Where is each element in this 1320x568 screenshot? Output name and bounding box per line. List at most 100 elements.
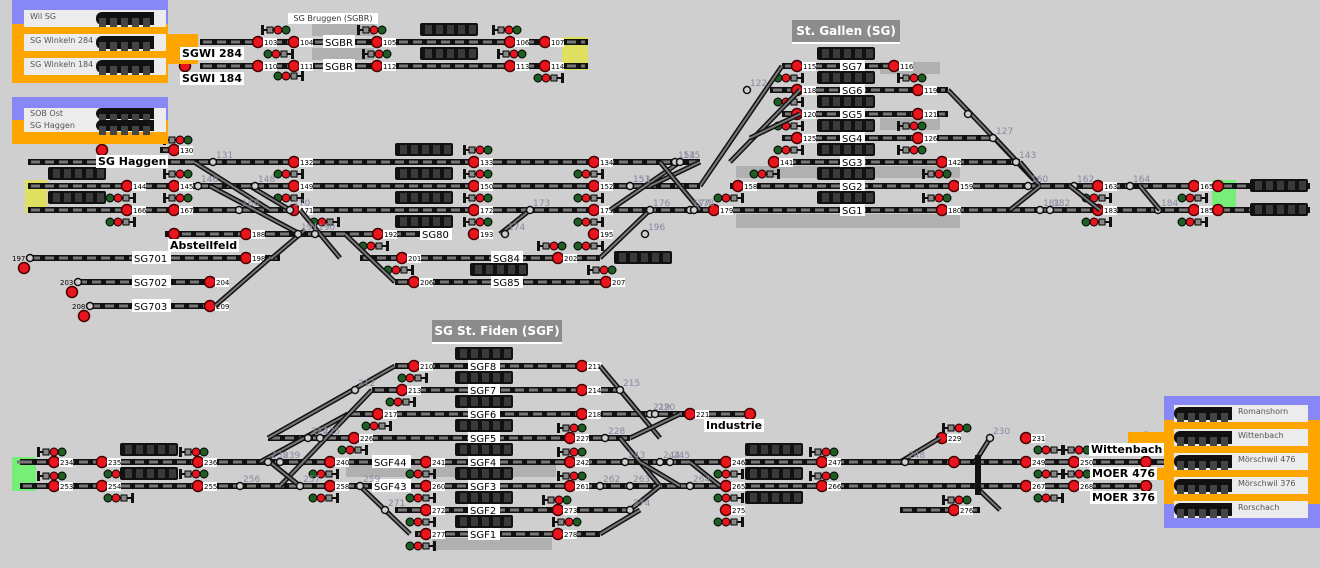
switch-point[interactable] (1011, 157, 1021, 167)
switch-point[interactable] (640, 229, 650, 239)
main-signal[interactable] (1139, 455, 1153, 469)
shunt-signal-green[interactable] (385, 397, 395, 407)
shunt-signal-red[interactable] (757, 169, 767, 179)
shunt-signal-green[interactable] (1033, 493, 1043, 503)
switch-point[interactable] (275, 457, 285, 467)
shunt-signal-green[interactable] (942, 169, 952, 179)
shunt-signal-red[interactable] (405, 373, 415, 383)
main-signal[interactable] (467, 155, 481, 169)
shunt-signal-green[interactable] (607, 265, 617, 275)
shunt-signal-red[interactable] (191, 447, 201, 457)
shunt-signal-green[interactable] (57, 447, 67, 457)
switch-point[interactable] (315, 433, 325, 443)
main-signal[interactable] (1187, 203, 1201, 217)
shunt-signal-red[interactable] (509, 49, 519, 59)
shunt-signal-red[interactable] (934, 169, 944, 179)
main-signal[interactable] (731, 179, 745, 193)
shunt-signal-green[interactable] (962, 495, 972, 505)
main-signal[interactable] (947, 455, 961, 469)
shunt-signal-green[interactable] (273, 169, 283, 179)
shunt-signal-green[interactable] (103, 493, 113, 503)
switch-point[interactable] (600, 433, 610, 443)
shunt-signal-green[interactable] (713, 517, 723, 527)
main-signal[interactable] (203, 275, 217, 289)
main-signal[interactable] (935, 155, 949, 169)
switch-point[interactable] (689, 205, 699, 215)
shunt-signal-green[interactable] (263, 49, 273, 59)
shunt-signal-green[interactable] (572, 517, 582, 527)
switch-point[interactable] (900, 457, 910, 467)
shunt-signal-red[interactable] (581, 241, 591, 251)
main-signal[interactable] (323, 455, 337, 469)
shunt-signal-red[interactable] (111, 493, 121, 503)
shunt-signal-red[interactable] (504, 25, 514, 35)
shunt-signal-green[interactable] (713, 193, 723, 203)
shunt-signal-red[interactable] (175, 193, 185, 203)
train-number-display[interactable] (96, 120, 154, 135)
shunt-signal-green[interactable] (361, 421, 371, 431)
main-signal[interactable] (538, 35, 552, 49)
shunt-signal-red[interactable] (281, 169, 291, 179)
shunt-signal-red[interactable] (934, 193, 944, 203)
shunt-signal-red[interactable] (954, 423, 964, 433)
main-signal[interactable] (538, 59, 552, 73)
switch-point[interactable] (234, 205, 244, 215)
switch-point[interactable] (310, 229, 320, 239)
main-signal[interactable] (1139, 479, 1153, 493)
shunt-signal-red[interactable] (821, 471, 831, 481)
main-signal[interactable] (935, 203, 949, 217)
shunt-signal-red[interactable] (1041, 493, 1051, 503)
switch-point[interactable] (1035, 205, 1045, 215)
main-signal[interactable] (239, 227, 253, 241)
train-number-display[interactable] (1174, 455, 1232, 470)
shunt-signal-green[interactable] (573, 193, 583, 203)
shunt-signal-green[interactable] (199, 469, 209, 479)
shunt-signal-green[interactable] (917, 145, 927, 155)
main-signal[interactable] (1067, 479, 1081, 493)
switch-point[interactable] (525, 205, 535, 215)
main-signal[interactable] (1067, 455, 1081, 469)
shunt-signal-green[interactable] (773, 145, 783, 155)
switch-point[interactable] (985, 433, 995, 443)
shunt-signal-red[interactable] (1185, 217, 1195, 227)
shunt-signal-green[interactable] (397, 373, 407, 383)
main-signal[interactable] (371, 227, 385, 241)
shunt-signal-green[interactable] (1033, 445, 1043, 455)
shunt-signal-red[interactable] (475, 217, 485, 227)
shunt-signal-red[interactable] (273, 25, 283, 35)
shunt-signal-green[interactable] (713, 469, 723, 479)
shunt-signal-red[interactable] (909, 145, 919, 155)
shunt-signal-red[interactable] (175, 169, 185, 179)
main-signal[interactable] (251, 35, 265, 49)
switch-point[interactable] (1125, 181, 1135, 191)
main-signal[interactable] (287, 59, 301, 73)
shunt-signal-red[interactable] (721, 469, 731, 479)
shunt-signal-green[interactable] (533, 73, 543, 83)
shunt-signal-green[interactable] (405, 493, 415, 503)
switch-point[interactable] (675, 157, 685, 167)
main-signal[interactable] (395, 251, 409, 265)
shunt-signal-green[interactable] (483, 145, 493, 155)
switch-point[interactable] (1045, 205, 1055, 215)
shunt-signal-green[interactable] (562, 495, 572, 505)
main-signal[interactable] (47, 479, 61, 493)
train-number-display[interactable] (1174, 407, 1232, 422)
shunt-signal-green[interactable] (713, 493, 723, 503)
main-signal[interactable] (599, 275, 613, 289)
main-signal[interactable] (947, 179, 961, 193)
main-signal[interactable] (419, 527, 433, 541)
shunt-signal-red[interactable] (366, 241, 376, 251)
main-signal[interactable] (203, 299, 217, 313)
shunt-signal-green[interactable] (749, 169, 759, 179)
shunt-signal-green[interactable] (577, 423, 587, 433)
main-signal[interactable] (790, 131, 804, 145)
main-signal[interactable] (947, 503, 961, 517)
shunt-signal-green[interactable] (483, 217, 493, 227)
main-signal[interactable] (167, 143, 181, 157)
shunt-signal-green[interactable] (577, 447, 587, 457)
shunt-signal-green[interactable] (573, 241, 583, 251)
main-signal[interactable] (911, 131, 925, 145)
switch-point[interactable] (355, 481, 365, 491)
main-signal[interactable] (551, 503, 565, 517)
shunt-signal-red[interactable] (1041, 469, 1051, 479)
